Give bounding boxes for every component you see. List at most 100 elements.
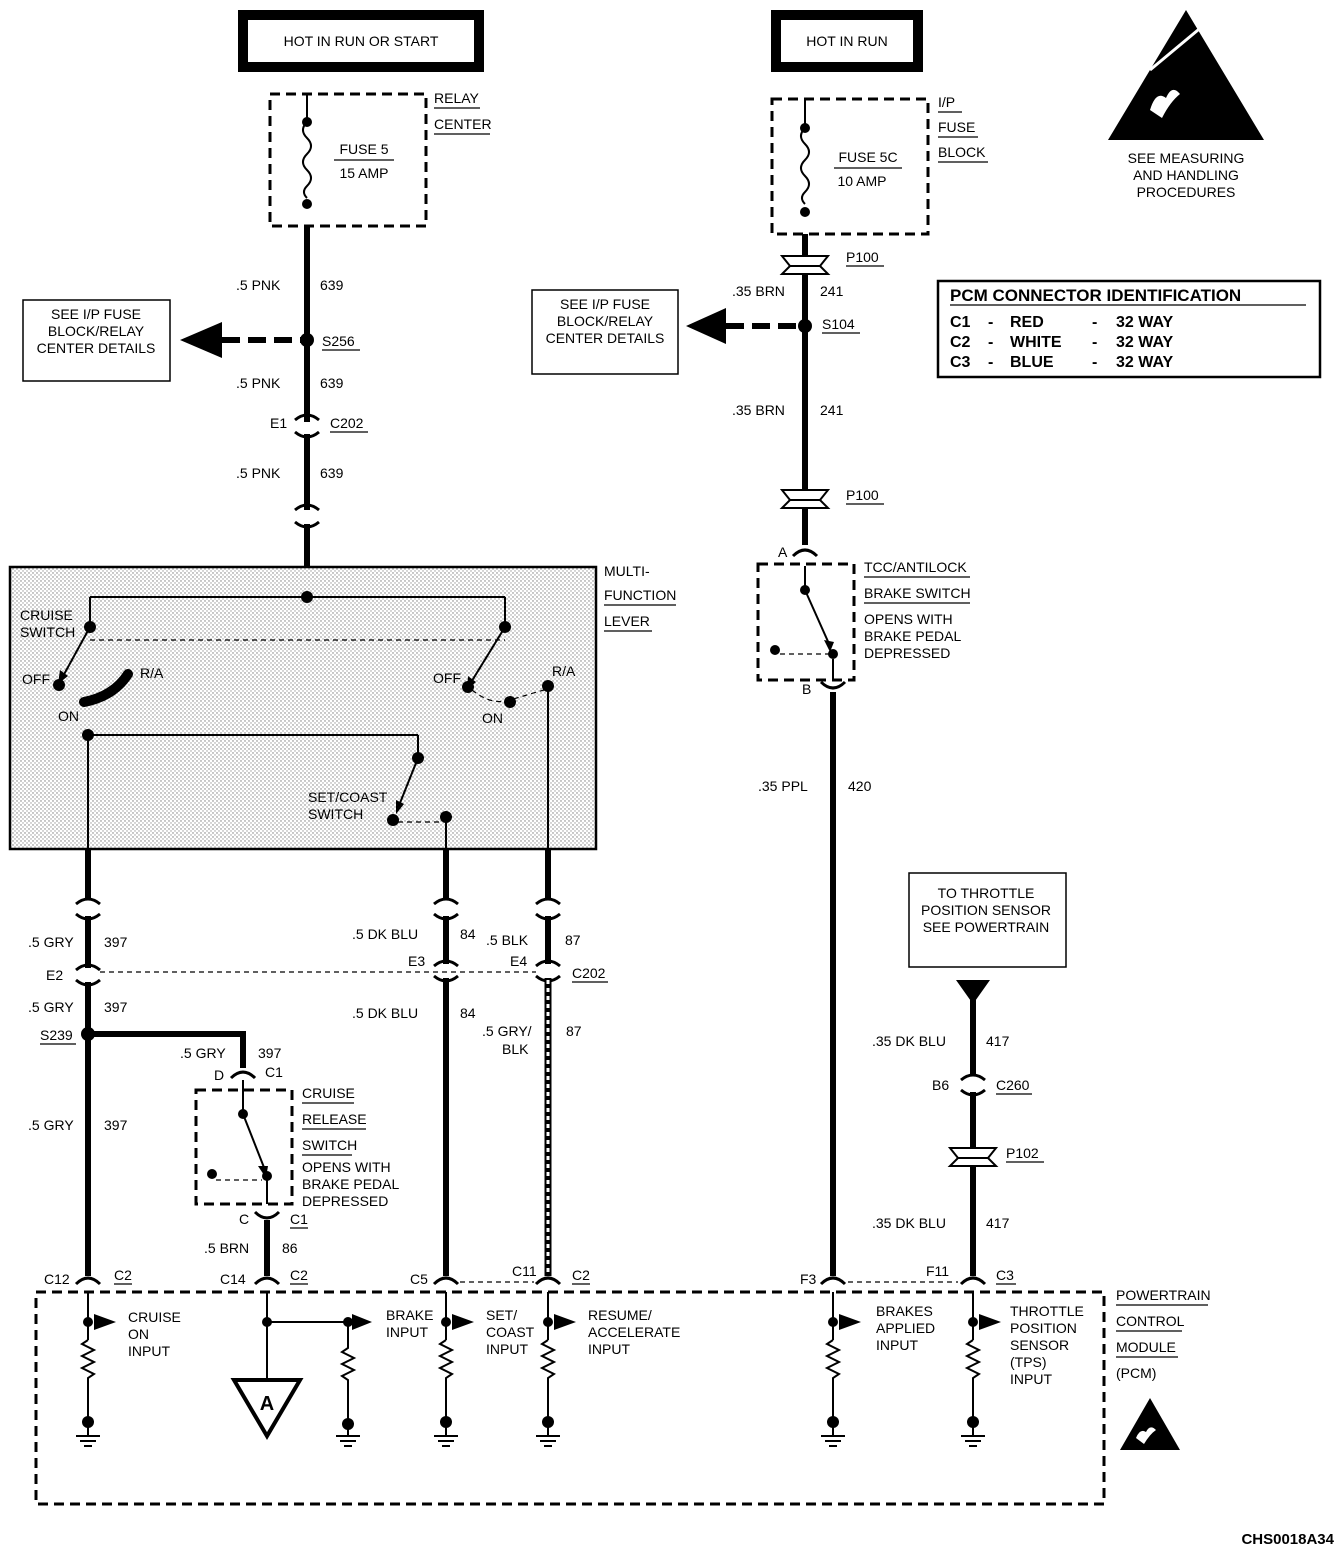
cruise-release-note-line1: OPENS WITH	[302, 1159, 391, 1175]
on-right-label: ON	[482, 710, 503, 726]
grayblk-circuit: 87	[566, 1023, 582, 1039]
tps-c260: C260	[996, 1077, 1030, 1093]
pcm-connector-row: C3 - BLUE - 32 WAY	[950, 354, 1174, 371]
pcm-input-tps-line4: (TPS)	[1010, 1354, 1047, 1370]
tcc-label-line2: BRAKE SWITCH	[864, 585, 971, 601]
ip-fuse-label-line3: BLOCK	[938, 144, 986, 160]
pcm-input-tps-line3: SENSOR	[1010, 1337, 1069, 1353]
c202-lower-label: C202	[572, 965, 606, 981]
tcc-note-line1: OPENS WITH	[864, 611, 953, 627]
ip-fuse-label-line2: FUSE	[938, 119, 975, 135]
pin-e3: E3	[408, 953, 425, 969]
pcm-box	[34, 1290, 1106, 1506]
p100-top-connector	[779, 255, 831, 275]
gry-gauge-d: .5 GRY	[28, 1117, 74, 1133]
reference-a-triangle: A	[230, 1378, 304, 1440]
relay-label-line2: CENTER	[434, 116, 492, 132]
arrow-right-icon	[839, 1314, 861, 1330]
svg-text:POSITION SENSOR: POSITION SENSOR	[921, 902, 1051, 918]
cruise-release-note-line3: DEPRESSED	[302, 1193, 388, 1209]
svg-text:WHITE: WHITE	[1010, 334, 1062, 351]
tcc-label-line1: TCC/ANTILOCK	[864, 559, 967, 575]
pcm-input-cruise-line2: ON	[128, 1326, 149, 1342]
off-right-label: OFF	[433, 670, 461, 686]
svg-text:C2: C2	[950, 334, 971, 351]
svg-text:-: -	[1092, 334, 1097, 351]
svg-text:RED: RED	[1010, 314, 1044, 331]
see-details-left-box: SEE I/P FUSE BLOCK/RELAY CENTER DETAILS	[22, 299, 171, 382]
pcm-connector-id-box: PCM CONNECTOR IDENTIFICATION C1 - RED - …	[936, 279, 1322, 379]
tps-gauge-1: .35 DK BLU	[872, 1033, 946, 1049]
cruise-release-label-line2: RELEASE	[302, 1111, 367, 1127]
cruise-release-conn-top: C1	[265, 1064, 283, 1080]
pcm-input-brakes-line1: BRAKES	[876, 1303, 933, 1319]
splice-s256	[300, 333, 314, 347]
pcm-pin-c5: C5	[410, 1271, 428, 1287]
fuse-5-symbol	[302, 121, 312, 199]
see-details-right-box: SEE I/P FUSE BLOCK/RELAY CENTER DETAILS	[531, 289, 679, 375]
p100-bottom-label: P100	[846, 487, 879, 503]
svg-text:CENTER DETAILS: CENTER DETAILS	[37, 340, 156, 356]
splice-s239-label: S239	[40, 1027, 73, 1043]
cruise-release-note-line2: BRAKE PEDAL	[302, 1176, 399, 1192]
pcm-input-circuits	[76, 1292, 1001, 1447]
pcm-pin-f3: F3	[800, 1271, 817, 1287]
pcm-input-tps-line2: POSITION	[1010, 1320, 1077, 1336]
ra-right-label: R/A	[552, 663, 576, 679]
p102-label: P102	[1006, 1145, 1039, 1161]
cruise-release-pin-c: C	[239, 1211, 249, 1227]
off-left-label: OFF	[22, 671, 50, 687]
pcm-input-brake-line1: BRAKE	[386, 1307, 433, 1323]
pcm-input-circuit	[821, 1292, 861, 1447]
ip-fuse-label-line1: I/P	[938, 94, 955, 110]
arrow-right-icon	[94, 1314, 116, 1330]
left-feed-gauge-3: .5 PNK	[236, 465, 281, 481]
svg-text:32 WAY: 32 WAY	[1116, 354, 1174, 371]
svg-text:TO THROTTLE: TO THROTTLE	[938, 885, 1035, 901]
mfl-label-line1: MULTI-	[604, 563, 650, 579]
cruise-switch-line2: SWITCH	[20, 624, 75, 640]
grayblk-gauge-line2: BLK	[502, 1041, 529, 1057]
pcm-input-setcoast-line1: SET/	[486, 1307, 517, 1323]
esd-note-line2: AND HANDLING	[1133, 167, 1239, 183]
svg-text:SEE I/P FUSE: SEE I/P FUSE	[51, 306, 141, 322]
cruise-release-switch-box	[194, 1080, 294, 1206]
esd-note-line3: PROCEDURES	[1137, 184, 1236, 200]
tcc-pin-b: B	[802, 681, 811, 697]
svg-text:BLOCK/RELAY: BLOCK/RELAY	[48, 323, 145, 339]
pcm-pin-c11: C11	[512, 1263, 537, 1279]
svg-text:32 WAY: 32 WAY	[1116, 334, 1174, 351]
figure-id: CHS0018A34	[1241, 1531, 1334, 1548]
gry-circuit-d: 397	[104, 1117, 128, 1133]
on-left-label: ON	[58, 708, 79, 724]
pcm-input-resume-line2: ACCELERATE	[588, 1324, 680, 1340]
esd-note-line1: SEE MEASURING	[1128, 150, 1245, 166]
svg-text:-: -	[1092, 354, 1097, 371]
tcc-note-line3: DEPRESSED	[864, 645, 950, 661]
arrow-right-icon	[554, 1314, 576, 1330]
svg-text:C3: C3	[950, 354, 971, 371]
mfl-label-line3: LEVER	[604, 613, 650, 629]
svg-text:BLUE: BLUE	[1010, 354, 1054, 371]
fuse-5-rating: 15 AMP	[339, 165, 388, 181]
right-feed-circuit-2: 241	[820, 402, 844, 418]
pcm-input-resume-line3: INPUT	[588, 1341, 630, 1357]
tcc-brake-switch-box	[756, 562, 856, 682]
svg-text:BLOCK/RELAY: BLOCK/RELAY	[557, 313, 654, 329]
set-coast-line2: SWITCH	[308, 806, 363, 822]
tcc-pin-a: A	[778, 544, 788, 560]
splice-s104	[798, 319, 812, 333]
pcm-connectors	[74, 1276, 987, 1286]
pcm-conn-c12: C2	[114, 1267, 132, 1283]
fuse-5c-name: FUSE 5C	[838, 149, 897, 165]
gry-gauge-b: .5 GRY	[28, 999, 74, 1015]
cruise-switch-line1: CRUISE	[20, 607, 73, 623]
arrow-left-icon	[686, 308, 726, 344]
esd-warning-icon	[1108, 10, 1264, 140]
right-feed-circuit-1: 241	[820, 283, 844, 299]
hot-in-run-or-start-box: HOT IN RUN OR START	[238, 10, 484, 72]
blk-circuit: 87	[565, 932, 581, 948]
pcm-pin-c14: C14	[220, 1271, 246, 1287]
ra-left-label: R/A	[140, 665, 164, 681]
right-feed-gauge-1: .35 BRN	[732, 283, 785, 299]
